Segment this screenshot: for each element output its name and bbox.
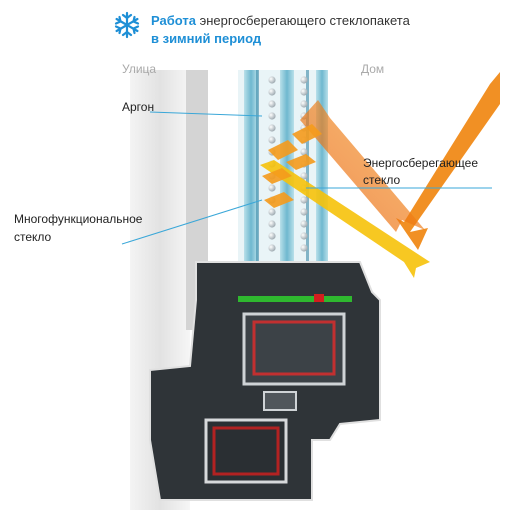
argon-particle	[300, 220, 308, 228]
argon-leader-line	[149, 111, 263, 117]
title-rest: энергосберегающего стеклопакета	[195, 13, 410, 28]
green-seal	[238, 296, 352, 302]
drainage-chamber	[263, 391, 297, 411]
argon-particle	[268, 124, 276, 132]
frame-cross-section	[149, 261, 381, 501]
argon-particle	[300, 196, 308, 204]
outside-label: Улица	[122, 62, 157, 76]
argon-particle	[300, 232, 308, 240]
argon-particle	[300, 100, 308, 108]
argon-particle	[268, 112, 276, 120]
argon-particle	[268, 208, 276, 216]
coating-layer-2	[306, 70, 309, 280]
frame-chamber	[204, 418, 288, 484]
energy-glass-label-line2: стекло	[363, 173, 401, 187]
heat-arrow-main	[396, 72, 500, 250]
argon-particle	[300, 172, 308, 180]
heat-arrow-yellow	[260, 160, 430, 278]
argon-particle	[268, 220, 276, 228]
argon-particle	[268, 232, 276, 240]
coating-layer-1	[256, 70, 259, 280]
argon-particle	[300, 76, 308, 84]
reinforcement-steel	[252, 320, 336, 376]
argon-particle	[300, 244, 308, 252]
sash-chamber	[242, 312, 346, 386]
argon-particle	[268, 244, 276, 252]
subtitle-text: в зимний период	[151, 31, 262, 46]
snowflake-icon	[114, 11, 140, 39]
argon-label: Аргон	[122, 100, 155, 114]
argon-particle	[268, 76, 276, 84]
title-highlight: Работа	[151, 13, 196, 28]
argon-particle	[268, 136, 276, 144]
inside-label: Дом	[361, 62, 385, 76]
frame-reinforcement	[212, 426, 280, 476]
heat-chevrons	[262, 124, 322, 208]
argon-particle	[300, 208, 308, 216]
page-subtitle: в зимний период	[151, 31, 261, 47]
multifunctional-leader-line	[121, 199, 263, 245]
page-title: Работа энергосберегающего стеклопакета	[151, 13, 410, 29]
argon-particle	[268, 100, 276, 108]
multifunctional-glass-label-line1: Многофункциональное	[14, 212, 143, 226]
energy-glass-label-line1: Энергосберегающее	[363, 156, 479, 170]
argon-particle	[300, 148, 308, 156]
red-seal	[314, 294, 324, 302]
multifunctional-glass-label-line2: стекло	[14, 230, 52, 244]
argon-particle	[268, 184, 276, 192]
heat-arrow-reflected	[300, 100, 425, 232]
argon-particle	[268, 88, 276, 96]
glass-pane-1	[244, 70, 258, 280]
argon-particle	[300, 88, 308, 96]
